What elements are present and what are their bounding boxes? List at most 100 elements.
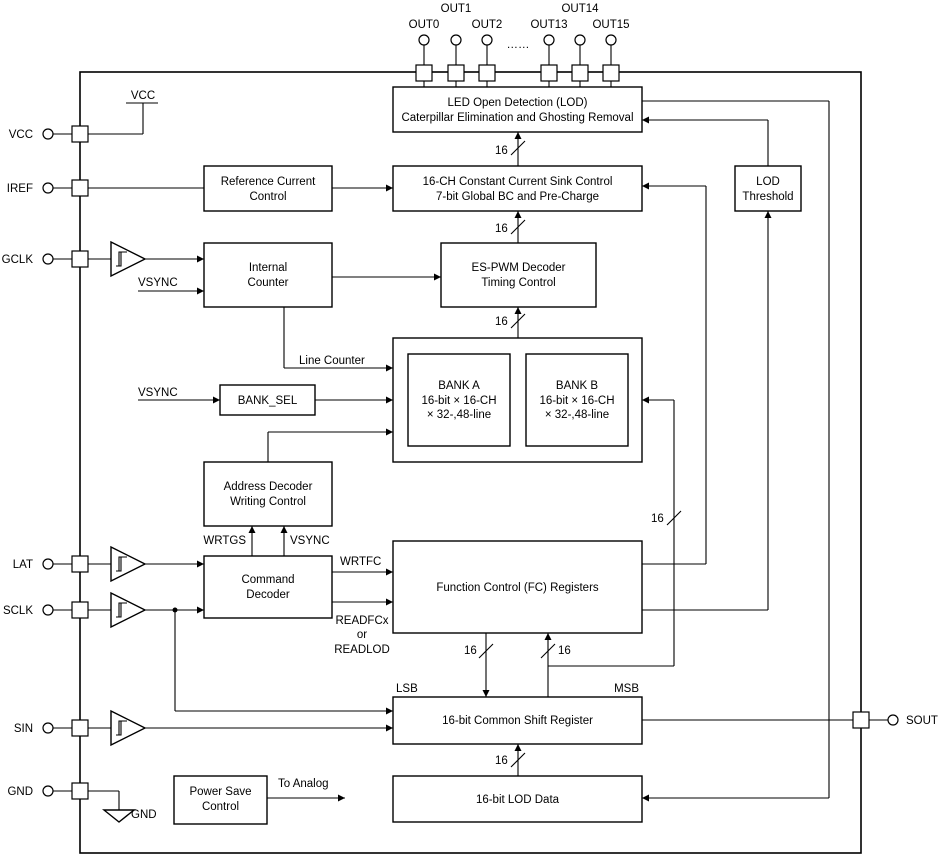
out0-label: OUT0 [409,19,440,31]
ref-current-line2: Control [249,191,286,203]
bank-b-line2: 16-bit × 16-CH [539,395,614,407]
readfc-label-line2: or [357,629,367,641]
bus-espwm-to-ccs: 16 [495,211,526,243]
msb-label: MSB [614,683,639,695]
ground-symbol-icon [102,809,136,823]
sout-pin: SOUT [642,711,938,729]
vsync-label-counter: VSYNC [138,277,178,289]
bus-ccs-to-lod: 16 [495,132,526,166]
gnd-pin-label: GND [7,786,33,798]
bus-width-label-bank: 16 [651,513,664,525]
bus-width-label-2: 16 [495,223,508,235]
ccs-block-line2: 7-bit Global BC and Pre-Charge [436,191,599,203]
cmd-decoder-line1: Command [241,574,294,586]
internal-counter-block: Internal Counter [203,242,333,308]
out14-label: OUT14 [561,3,599,15]
lod-threshold-to-lod-link [642,116,769,166]
shift-register-label: 16-bit Common Shift Register [442,715,593,727]
bank-a-block: BANK A 16-bit × 16-CH × 32-,48-line [407,353,511,447]
lat-pin: LAT [13,545,204,583]
bus-width-label-3: 16 [495,316,508,328]
lat-pin-label: LAT [13,559,33,571]
out13-label: OUT13 [530,19,567,31]
gclk-pin-label: GCLK [2,254,34,266]
vcc-pin: VCC VCC [9,90,158,143]
bank-a-line2: 16-bit × 16-CH [421,395,496,407]
gclk-pin: GCLK [2,240,204,278]
address-decoder-block: Address Decoder Writing Control [203,461,333,527]
lsb-label: LSB [396,683,418,695]
to-analog-label: To Analog [278,778,329,790]
sout-pin-label: SOUT [906,715,938,727]
command-decoder-block: Command Decoder [203,555,333,619]
sin-pin: SIN [14,709,393,747]
power-save-block: Power Save Control [173,775,268,825]
out15-label: OUT15 [592,19,629,31]
bank-a-line3: × 32-,48-line [427,409,491,421]
bank-sel-label: BANK_SEL [238,395,298,407]
out13-pin: OUT13 [530,19,568,82]
sin-pin-label: SIN [14,723,33,735]
chip-boundary [79,71,862,854]
internal-counter-line1: Internal [249,262,287,274]
sclk-schmitt-buffer-icon [110,591,147,629]
fc-to-shift-bus: 16 [464,633,494,697]
gnd-pin: GND GND [7,782,157,823]
bank-sel-block: BANK_SEL [219,384,316,416]
espwm-decoder-block: ES-PWM Decoder Timing Control [440,242,597,308]
out14-pin: OUT14 [561,3,599,82]
lod-data-block: 16-bit LOD Data [392,775,643,823]
shift-to-fc-bus: 16 [540,633,571,666]
out0-pin: OUT0 [409,19,440,82]
internal-counter-line2: Counter [248,277,289,289]
line-counter-label: Line Counter [299,355,365,367]
iref-pin: IREF [7,179,204,197]
outputs-ellipsis: …… [507,39,530,51]
wrtfc-label: WRTFC [340,556,381,568]
wrtfc-link: WRTFC [332,556,393,576]
readfc-link: READFCx or READLOD [332,598,393,656]
readfc-label-line3: READLOD [334,644,390,656]
vsync-to-banksel: VSYNC [138,387,393,404]
out1-label: OUT1 [441,3,472,15]
iref-pin-label: IREF [7,183,33,195]
lat-schmitt-buffer-icon [110,545,147,583]
addr-decoder-line2: Writing Control [230,496,306,508]
ccs-block-line1: 16-CH Constant Current Sink Control [423,176,613,188]
sclk-pin: SCLK [3,591,393,715]
bus-width-label-fc-shift: 16 [464,645,477,657]
lod-threshold-line1: LOD [756,176,780,188]
shift-register-block: 16-bit Common Shift Register [392,696,643,745]
fc-to-lod-threshold-link [642,211,772,611]
reference-current-block: Reference Current Control [203,165,333,212]
gnd-symbol-label: GND [131,809,157,821]
line-counter-link: Line Counter [283,307,393,372]
addr-decoder-to-bank [267,428,393,462]
power-save-line1: Power Save [189,786,251,798]
gclk-schmitt-buffer-icon [110,240,147,278]
cmd-decoder-line2: Decoder [246,589,290,601]
addr-decoder-line1: Address Decoder [224,481,313,493]
sin-schmitt-buffer-icon [110,709,147,747]
loddata-to-shift-bus: 16 [495,744,526,776]
readfc-label-line1: READFCx [335,615,388,627]
bus-width-label-shift-fc: 16 [558,645,571,657]
out1-pin: OUT1 [441,3,472,82]
sclk-pin-label: SCLK [3,605,33,617]
lod-block: LED Open Detection (LOD) Caterpillar Eli… [392,86,643,133]
lod-threshold-line2: Threshold [742,191,793,203]
bank-a-line1: BANK A [438,380,480,392]
vsync-label-banksel: VSYNC [138,387,178,399]
out15-pin: OUT15 [592,19,630,82]
bank-b-line3: × 32-,48-line [545,409,609,421]
output-pins: OUT0 OUT1 OUT2 …… OUT13 OUT14 [409,3,630,82]
bank-b-line1: BANK B [556,380,599,392]
ref-current-line1: Reference Current [221,176,316,188]
vcc-pin-label: VCC [9,129,33,141]
cmd-to-addr-links: WRTGS VSYNC [203,526,330,556]
bus-width-label-1: 16 [495,145,508,157]
espwm-line1: ES-PWM Decoder [472,262,566,274]
lod-block-line2: Caterpillar Elimination and Ghosting Rem… [401,112,633,124]
bus-bank-to-espwm: 16 [495,307,526,338]
